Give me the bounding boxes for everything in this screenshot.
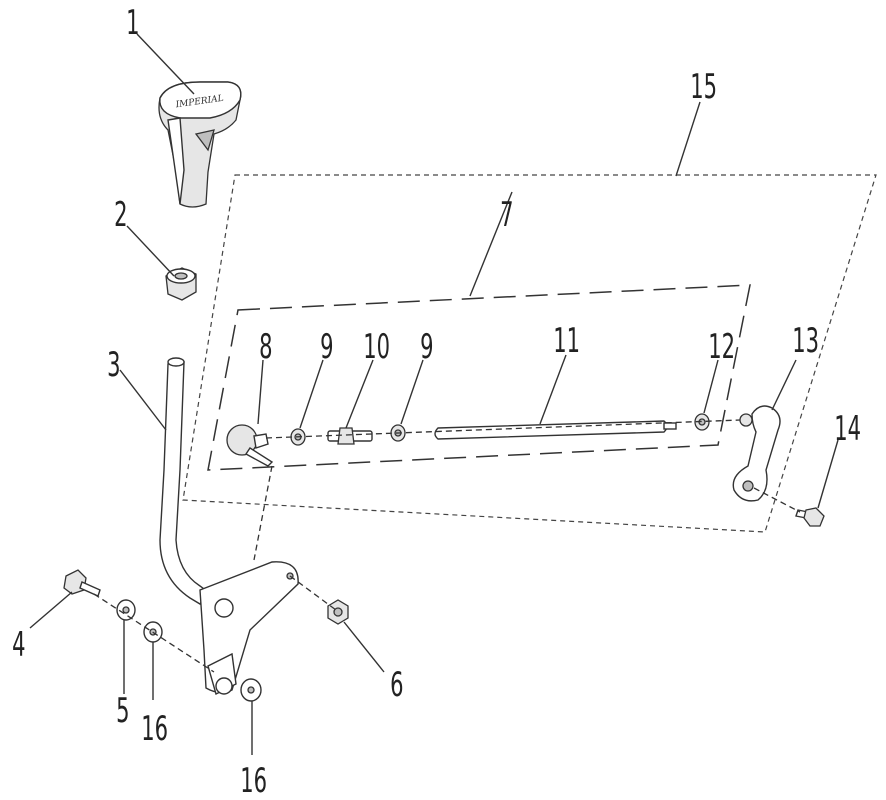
callout-labels: 1 2 3 4 5 16 16 6 7 8 9 10 9 11 12 13 14… [12, 3, 861, 800]
label-part-12: 12 [708, 327, 735, 367]
label-part-10: 10 [363, 327, 390, 367]
label-part-16-left: 16 [141, 709, 168, 749]
shift-knob-part-1: IMPERIAL [158, 81, 242, 208]
label-part-4: 4 [12, 625, 25, 665]
washer-part-5 [116, 599, 136, 621]
label-part-2: 2 [114, 195, 127, 235]
assembly-7-boundary [207, 284, 751, 471]
label-part-11: 11 [553, 321, 580, 361]
leader-lines [29, 33, 839, 755]
shift-lever-part-3 [159, 357, 299, 696]
washer-part-16-bottom [240, 678, 262, 702]
label-part-7: 7 [500, 195, 513, 235]
label-part-8: 8 [259, 327, 272, 367]
label-part-15: 15 [690, 67, 717, 107]
bolt-part-14 [795, 507, 825, 527]
label-part-1: 1 [126, 3, 139, 43]
label-part-14: 14 [834, 409, 861, 449]
label-part-9-right: 9 [420, 327, 433, 367]
nut-part-12 [694, 413, 710, 431]
shift-arm-part-13 [732, 405, 781, 502]
label-part-13: 13 [792, 321, 819, 361]
label-part-16-bottom: 16 [240, 761, 267, 800]
ball-joint-part-8 [226, 424, 274, 467]
label-part-5: 5 [116, 691, 129, 731]
label-part-6: 6 [390, 665, 403, 705]
nut-part-6 [327, 599, 349, 625]
assembly-15-boundary [182, 174, 877, 533]
assembly-center-lines [93, 419, 801, 673]
bolt-part-4 [63, 569, 101, 597]
label-part-3: 3 [107, 345, 120, 385]
label-part-9-left: 9 [320, 327, 333, 367]
threaded-stud-part-10 [327, 427, 373, 445]
